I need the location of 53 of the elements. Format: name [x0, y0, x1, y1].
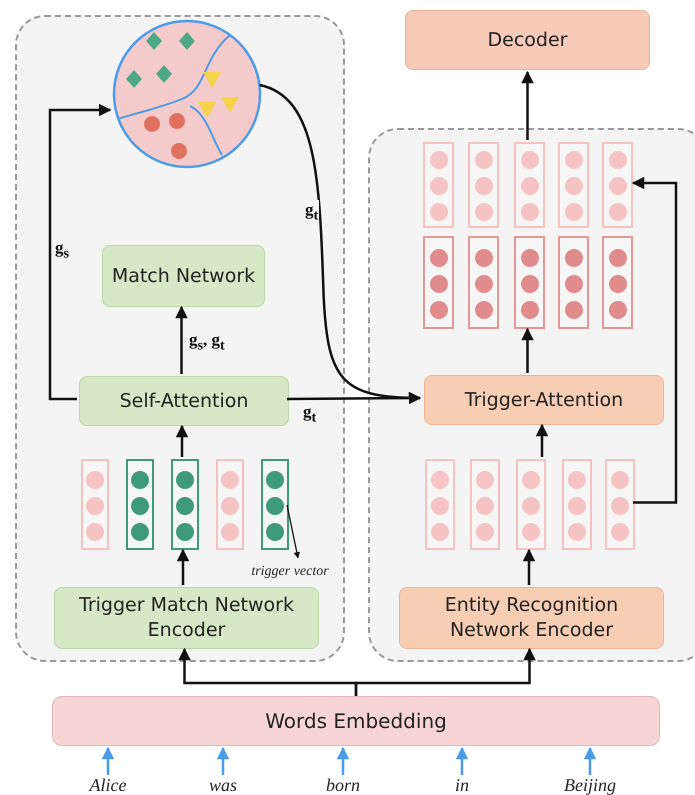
input-word: Alice: [73, 775, 143, 795]
vector-column: [171, 459, 199, 550]
input-word: born: [308, 775, 378, 795]
vector-column: [558, 142, 589, 228]
arrow: [456, 746, 468, 775]
arrow: [522, 548, 536, 585]
leader-line: [286, 504, 300, 559]
vector-column: [423, 236, 454, 329]
vector-column: [216, 459, 244, 550]
process-box: Entity Recognition Network Encoder: [399, 587, 664, 649]
dashed-group-panel: [368, 128, 695, 662]
vector-column: [423, 142, 454, 228]
arrow: [216, 746, 230, 775]
vector-column: [468, 236, 499, 329]
dashed-group-panel: [15, 15, 345, 662]
arrow: [175, 306, 188, 374]
arrow: [536, 424, 548, 457]
vector-column: [602, 142, 633, 228]
arrow: [584, 746, 596, 775]
arrow: [521, 70, 534, 140]
vector-column: [558, 236, 589, 329]
process-box: Trigger Match Network Encoder: [54, 587, 319, 649]
arrow: [48, 104, 112, 400]
process-box: Match Network: [102, 245, 265, 307]
vector-column: [468, 142, 499, 228]
arrow: [354, 648, 536, 696]
input-word: was: [188, 775, 258, 795]
input-word: Beijing: [555, 775, 625, 795]
vector-column: [261, 459, 289, 550]
cluster-drawing: [112, 19, 262, 169]
annotation-text: trigger vector: [240, 562, 340, 582]
input-word: in: [427, 775, 497, 795]
vector-column: [514, 236, 545, 329]
arrow: [176, 424, 188, 457]
arrow: [259, 84, 422, 404]
process-box: Trigger-Attention: [424, 375, 664, 425]
arrow: [176, 548, 190, 585]
vector-column: [81, 459, 109, 550]
vector-column: [605, 459, 635, 550]
arrow: [521, 328, 534, 373]
process-box: Decoder: [405, 10, 650, 70]
process-box: Self-Attention: [79, 376, 289, 426]
arrow: [102, 746, 114, 775]
arrow: [336, 746, 350, 775]
vector-column: [562, 459, 592, 550]
process-box: Words Embedding: [52, 696, 660, 746]
vector-column: [425, 459, 455, 550]
vector-column: [126, 459, 154, 550]
vector-column: [602, 236, 633, 329]
vector-column: [516, 459, 546, 550]
vector-column: [514, 142, 545, 228]
vector-column: [470, 459, 500, 550]
arrow: [632, 176, 678, 504]
